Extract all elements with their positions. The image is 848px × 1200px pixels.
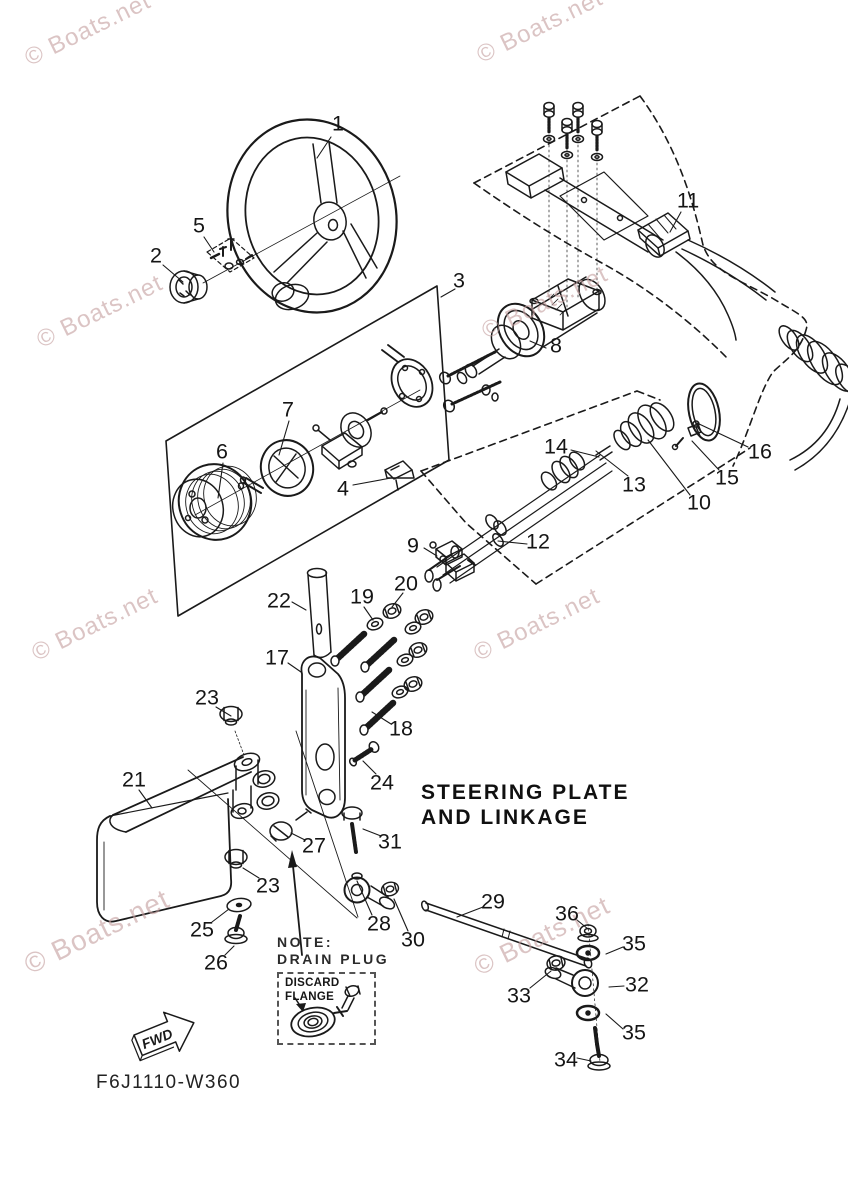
fwd-arrow: FWD <box>131 1011 195 1062</box>
part-callout-23: 23 <box>195 685 219 710</box>
part-callout-17: 17 <box>265 645 289 670</box>
dashed-boundaries <box>420 95 808 585</box>
part-callout-9: 9 <box>407 533 419 558</box>
part-callout-33: 33 <box>507 983 531 1008</box>
wheel-hub-drawing <box>169 175 401 304</box>
part-callout-29: 29 <box>481 889 505 914</box>
part-callout-14: 14 <box>544 434 568 459</box>
steering-shaft-bracket-drawing <box>300 567 436 819</box>
note-line2: DRAIN PLUG <box>277 951 390 967</box>
part-callout-28: 28 <box>367 911 391 936</box>
discard-line2: FLANGE <box>285 990 335 1003</box>
part-callout-24: 24 <box>370 770 394 795</box>
leader-lines <box>138 136 749 1062</box>
drain-plug-note-box: DISCARD FLANGE <box>277 972 376 1045</box>
part-callout-10: 10 <box>687 490 711 515</box>
part-callout-32: 32 <box>625 972 649 997</box>
diagram-part-code: F6J1110-W360 <box>96 1072 242 1093</box>
discard-flange-label: DISCARD FLANGE <box>285 977 340 1004</box>
part-callout-30: 30 <box>401 927 425 952</box>
part-callout-31: 31 <box>378 829 402 854</box>
part-callout-8: 8 <box>550 333 562 358</box>
part-callout-15: 15 <box>715 465 739 490</box>
part-callout-23: 23 <box>256 873 280 898</box>
part-callout-7: 7 <box>282 397 294 422</box>
bracket-panel-drawing <box>165 285 450 617</box>
part-callout-16: 16 <box>748 439 772 464</box>
diagram-title-line1: STEERING PLATE <box>421 781 630 804</box>
part-callout-20: 20 <box>394 571 418 596</box>
diagram-title: STEERING PLATE AND LINKAGE <box>421 780 629 830</box>
part-callout-35: 35 <box>622 931 646 956</box>
part-callout-6: 6 <box>216 439 228 464</box>
helm-assembly-drawing <box>438 100 606 413</box>
part-callout-21: 21 <box>122 767 146 792</box>
part-callout-19: 19 <box>350 584 374 609</box>
part-callout-13: 13 <box>622 472 646 497</box>
linkage-rod-drawing <box>341 806 611 1071</box>
part-callout-35: 35 <box>622 1020 646 1045</box>
part-callout-34: 34 <box>554 1047 578 1072</box>
steering-plate-drawing <box>96 705 359 945</box>
part-callout-18: 18 <box>389 716 413 741</box>
diagram-title-line2: AND LINKAGE <box>421 806 589 829</box>
drain-plug-note-drawing <box>288 850 361 1038</box>
note-label: NOTE: DRAIN PLUG <box>277 934 389 968</box>
steering-cable-rack-drawing <box>505 153 848 471</box>
part-callout-2: 2 <box>150 243 162 268</box>
part-callout-11: 11 <box>676 188 700 213</box>
part-callout-36: 36 <box>555 901 579 926</box>
part-callout-1: 1 <box>332 111 344 136</box>
part-callout-3: 3 <box>453 268 465 293</box>
part-callout-22: 22 <box>267 588 291 613</box>
part-callout-26: 26 <box>204 950 228 975</box>
part-callout-25: 25 <box>190 917 214 942</box>
part-callout-5: 5 <box>193 213 205 238</box>
part-callout-4: 4 <box>337 476 349 501</box>
part-callout-27: 27 <box>302 833 326 858</box>
discard-line1: DISCARD <box>285 977 340 989</box>
cable-fittings-drawing <box>424 382 721 592</box>
part-callout-12: 12 <box>526 529 550 554</box>
note-line1: NOTE: <box>277 934 334 950</box>
steering-wheel-drawing <box>226 118 398 314</box>
